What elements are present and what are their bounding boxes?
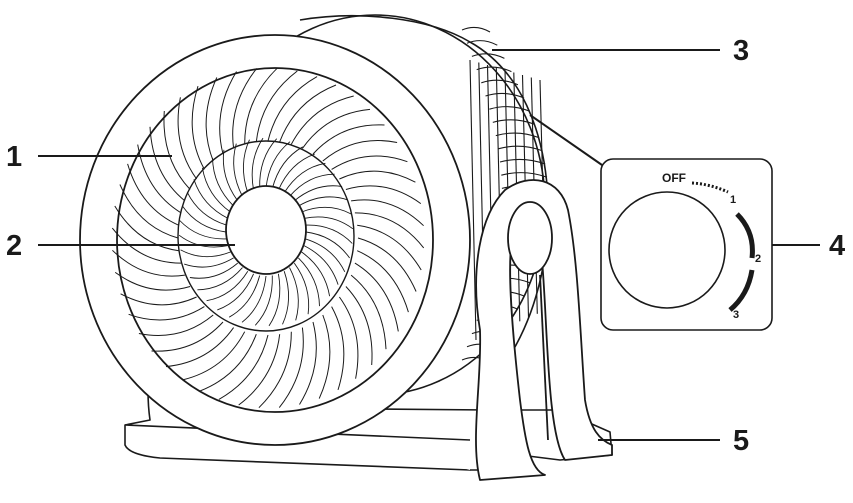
front-grille-inner bbox=[178, 137, 354, 327]
callout-2: 2 bbox=[6, 230, 22, 262]
grille-mid-ring bbox=[177, 140, 355, 332]
callout-3: 3 bbox=[733, 35, 749, 67]
dial-label-speed-2: 2 bbox=[755, 253, 761, 265]
grille-center-hub bbox=[225, 185, 307, 275]
dial-label-speed-1: 1 bbox=[730, 194, 736, 206]
callout-4: 4 bbox=[829, 230, 845, 262]
dial-label-speed-3: 3 bbox=[733, 309, 739, 321]
dial-label-off: OFF bbox=[662, 171, 686, 185]
control-dial-panel: OFF 1 2 3 bbox=[600, 158, 773, 331]
speed-indicator-arc-2 bbox=[728, 269, 755, 312]
fan-stand bbox=[475, 179, 613, 481]
callout-lines bbox=[38, 49, 820, 441]
control-knob[interactable] bbox=[608, 191, 726, 309]
front-grille-outer bbox=[111, 67, 425, 409]
callout-5: 5 bbox=[733, 425, 749, 457]
callout-1: 1 bbox=[6, 141, 22, 173]
speed-indicator-arc-1 bbox=[735, 212, 755, 259]
leader-line-4a bbox=[529, 114, 603, 166]
